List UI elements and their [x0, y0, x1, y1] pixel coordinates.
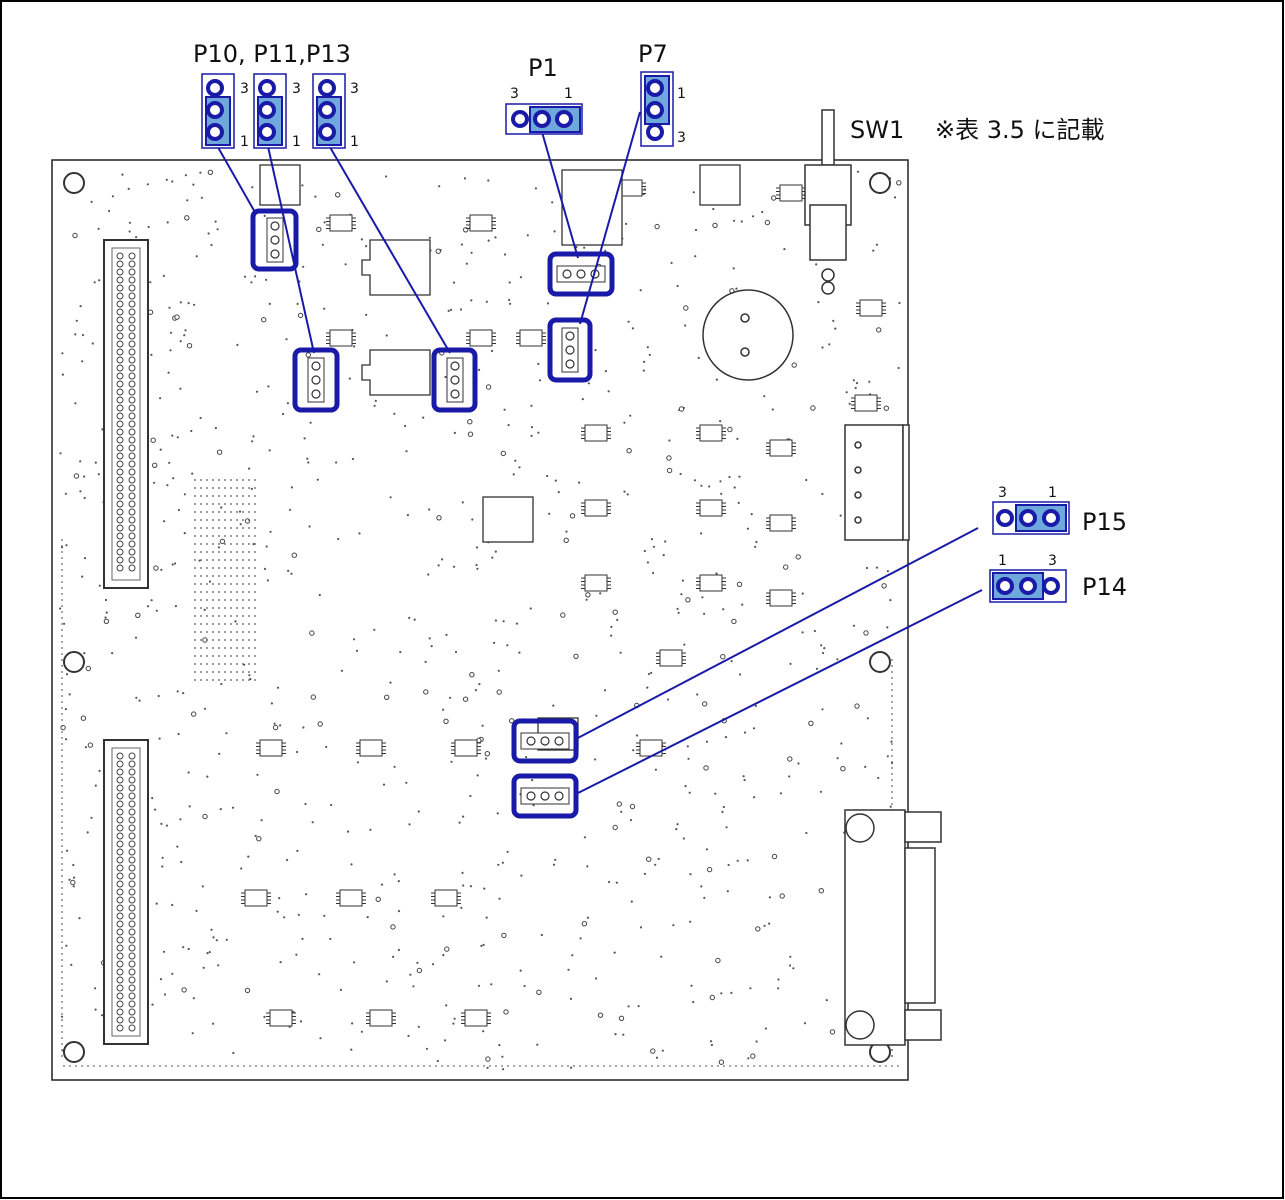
- pin-label-p7-3: 3: [677, 130, 686, 146]
- pin-label-p14-3: 3: [1048, 553, 1057, 569]
- pin-label-p11-1: 1: [292, 134, 301, 150]
- jumper-icon-p13: [312, 73, 346, 149]
- jumper-icon-p7: [640, 71, 674, 147]
- pin-label-p13-3: 3: [350, 81, 359, 97]
- jumper-icon-p1: [505, 103, 583, 135]
- pin-label-p15-3: 3: [998, 485, 1007, 501]
- pin-label-p15-1: 1: [1048, 485, 1057, 501]
- jumper-icon-p15: [992, 501, 1070, 535]
- sw1-switch: [804, 109, 852, 295]
- pin-label-p7-1: 1: [677, 86, 686, 102]
- label-p14: P14: [1082, 573, 1127, 601]
- left-connector-lower: [103, 739, 149, 1045]
- pin-label-p13-1: 1: [350, 134, 359, 150]
- pin-label-p10-3: 3: [240, 81, 249, 97]
- mounting-holes: [63, 172, 891, 1063]
- label-sw1: SW1: [850, 116, 904, 144]
- label-p10-p11-p13: P10, P11,P13: [193, 40, 351, 68]
- pin-label-p11-3: 3: [292, 81, 301, 97]
- jumper-icon-p11: [253, 73, 287, 149]
- dsub-connector: [844, 809, 942, 1046]
- pcb-outline: [51, 159, 909, 1081]
- label-sw1-note: ※表 3.5 に記載: [935, 116, 1105, 144]
- jumper-icon-p14: [989, 569, 1067, 603]
- pin-label-p10-1: 1: [240, 134, 249, 150]
- buzzer: [702, 289, 794, 381]
- jumper-icon-p10: [201, 73, 235, 149]
- terminal-block: [844, 424, 910, 541]
- pin-label-p14-1: 1: [998, 553, 1007, 569]
- inner-jumpers: [266, 217, 606, 805]
- label-p1: P1: [528, 54, 558, 82]
- highlight-boxes: [250, 208, 615, 819]
- pin-label-p1-3: 3: [510, 86, 519, 102]
- leader-lines: [214, 111, 983, 796]
- left-connector-upper: [103, 239, 149, 589]
- label-p15: P15: [1082, 508, 1127, 536]
- pin-label-p1-1: 1: [564, 86, 573, 102]
- relay-blocks: [259, 164, 741, 751]
- label-p7: P7: [638, 40, 668, 68]
